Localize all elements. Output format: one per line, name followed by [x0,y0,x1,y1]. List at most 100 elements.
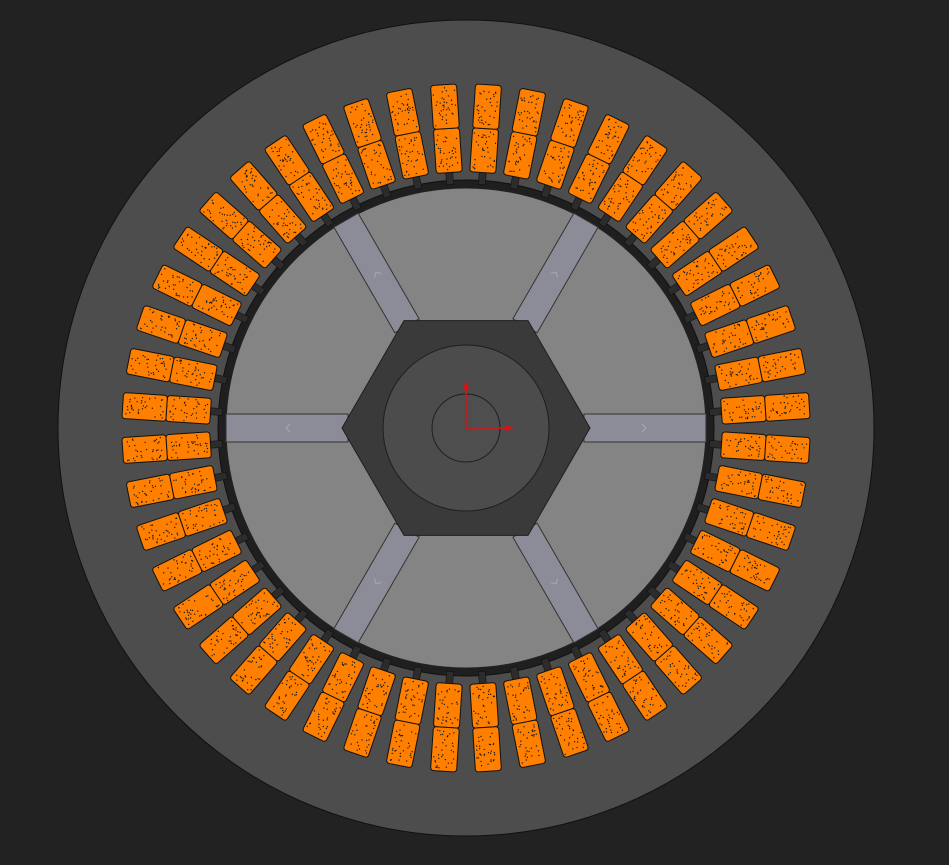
conductor-dot [312,138,314,141]
conductor-dot [522,734,525,736]
coil-slot-43 [650,192,733,269]
conductor-dot [250,613,252,616]
conductor-dot [398,139,401,141]
conductor-dot [699,229,702,231]
conductor-dot [661,209,663,211]
conductor-dot [402,162,404,165]
conductor-dot [742,602,745,604]
conductor-dot [195,417,198,419]
conductor-dot [410,715,412,717]
conductor-dot [657,651,659,654]
conductor-dot [697,622,699,625]
conductor-dot [782,323,785,325]
conductor-dot [476,108,478,111]
conductor-dot [754,562,757,565]
conductor-dot [618,665,621,667]
conductor-dot [621,655,623,657]
conductor-dot [521,120,524,122]
conductor-dot [699,585,702,588]
conductor-dot [567,724,569,727]
conductor-dot [333,182,336,185]
conductor-dot [206,510,208,512]
conductor-dot [752,408,754,411]
coil-layer-2 [622,135,668,186]
conductor-dot [486,147,489,149]
conductor-dot [184,483,187,485]
conductor-dot [711,645,713,647]
conductor-dot [749,445,752,447]
conductor-dot [412,680,414,683]
conductor-dot [741,532,744,534]
conductor-dot [410,160,413,162]
conductor-dot [738,406,740,408]
conductor-dot [689,240,691,242]
conductor-dot [405,170,408,173]
conductor-dot [137,411,140,413]
conductor-dot [193,450,195,452]
conductor-dot [295,694,297,696]
conductor-dot [156,458,158,460]
conductor-dot [656,646,659,649]
conductor-dot [151,331,153,333]
conductor-dot [608,205,611,207]
coil-slot-14 [386,676,429,768]
conductor-dot [411,689,414,691]
conductor-dot [740,438,742,440]
conductor-dot [559,167,561,169]
conductor-dot [754,566,756,569]
conductor-dot [350,733,353,735]
conductor-dot [741,281,743,284]
conductor-dot [776,543,779,546]
conductor-dot [175,523,177,525]
conductor-dot [381,703,383,705]
conductor-dot [797,500,799,502]
conductor-dot [324,123,327,125]
conductor-dot [494,91,497,94]
conductor-dot [736,236,739,238]
conductor-dot [748,480,750,482]
conductor-dot [445,89,448,92]
conductor-dot [182,278,184,281]
conductor-dot [744,474,747,477]
conductor-dot [156,538,159,540]
conductor-dot [318,126,320,128]
conductor-dot [525,759,528,761]
conductor-dot [688,220,690,223]
conductor-dot [529,117,531,120]
conductor-dot [728,302,731,304]
conductor-dot [213,523,215,526]
conductor-dot [214,272,216,275]
conductor-dot [176,323,178,326]
conductor-dot [646,149,649,152]
conductor-dot [171,456,173,459]
conductor-dot [663,614,665,617]
conductor-dot [771,454,773,456]
conductor-dot [285,215,288,218]
conductor-dot [389,168,391,171]
conductor-dot [800,458,802,460]
conductor-dot [176,457,179,459]
conductor-dot [136,357,139,360]
conductor-dot [523,154,526,156]
conductor-dot [568,725,571,728]
conductor-dot [719,600,721,602]
conductor-dot [152,486,154,489]
conductor-dot [783,490,785,492]
conductor-dot [700,639,702,641]
conductor-dot [727,599,729,602]
conductor-dot [713,601,716,604]
conductor-dot [222,296,224,298]
conductor-dot [413,165,415,168]
conductor-dot [493,116,495,119]
conductor-dot [706,306,708,309]
conductor-dot [179,360,181,362]
conductor-dot [681,673,683,675]
conductor-dot [226,647,228,649]
conductor-dot [799,408,801,411]
conductor-dot [637,691,639,694]
conductor-dot [365,752,368,754]
conductor-dot [617,136,619,139]
magnet-direction-mark [550,271,558,278]
conductor-dot [295,691,298,694]
